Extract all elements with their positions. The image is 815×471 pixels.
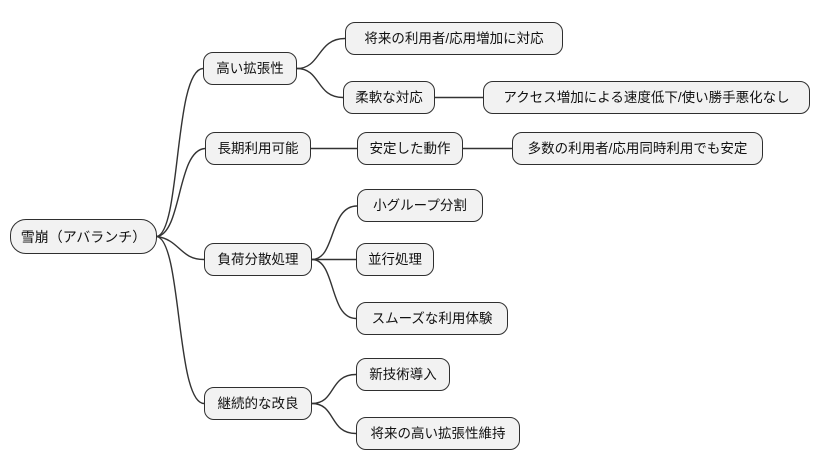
node-small-group-split-label: 小グループ分割 (373, 197, 467, 213)
node-load-distribution-label: 負荷分散処理 (217, 251, 299, 267)
node-future-users: 将来の利用者/応用増加に対応 (345, 22, 563, 55)
node-small-group-split: 小グループ分割 (357, 189, 483, 222)
node-high-scalability: 高い拡張性 (203, 52, 297, 85)
node-smooth-experience: スムーズな利用体験 (356, 302, 508, 335)
edge-root-to-load-distribution (156, 235, 205, 261)
node-maintain-scalability: 将来の高い拡張性維持 (356, 417, 520, 450)
node-high-scalability-label: 高い拡張性 (216, 60, 284, 76)
edge-high-scalability-to-future-users (296, 37, 346, 70)
node-smooth-experience-label: スムーズな利用体験 (371, 310, 493, 326)
node-continuous-improvement: 継続的な改良 (204, 387, 312, 420)
node-root-label: 雪崩（アバランチ） (20, 228, 147, 245)
node-stable-many-users: 多数の利用者/応用同時利用でも安定 (512, 132, 763, 165)
node-future-users-label: 将来の利用者/応用増加に対応 (364, 30, 544, 46)
node-parallel-processing-label: 並行処理 (368, 251, 422, 267)
node-parallel-processing: 並行処理 (356, 243, 434, 276)
node-stable-many-users-label: 多数の利用者/応用同時利用でも安定 (527, 140, 748, 156)
node-long-term-use: 長期利用可能 (205, 132, 311, 165)
edge-continuous-improvement-to-maintain-scalability (311, 402, 357, 435)
node-new-technology: 新技術導入 (356, 358, 450, 391)
node-no-slowdown: アクセス増加による速度低下/使い勝手悪化なし (483, 81, 810, 114)
node-long-term-use-label: 長期利用可能 (217, 140, 299, 156)
node-continuous-improvement-label: 継続的な改良 (217, 395, 299, 411)
node-root: 雪崩（アバランチ） (10, 219, 157, 254)
node-flexible-response-label: 柔軟な対応 (355, 89, 423, 105)
edge-root-to-high-scalability (156, 67, 204, 238)
node-stable-operation-label: 安定した動作 (369, 140, 451, 156)
edge-high-scalability-to-flexible-response (296, 67, 344, 99)
edge-load-distribution-to-smooth-experience (311, 258, 357, 320)
node-flexible-response: 柔軟な対応 (343, 81, 435, 114)
edge-continuous-improvement-to-new-technology (311, 373, 357, 405)
node-maintain-scalability-label: 将来の高い拡張性維持 (370, 425, 506, 441)
node-load-distribution: 負荷分散処理 (204, 243, 312, 276)
node-stable-operation: 安定した動作 (357, 132, 463, 165)
edge-load-distribution-to-small-group-split (311, 205, 358, 261)
edge-root-to-long-term-use (156, 147, 206, 238)
edge-root-to-continuous-improvement (156, 235, 205, 405)
node-no-slowdown-label: アクセス増加による速度低下/使い勝手悪化なし (503, 89, 790, 105)
node-new-technology-label: 新技術導入 (369, 366, 437, 382)
